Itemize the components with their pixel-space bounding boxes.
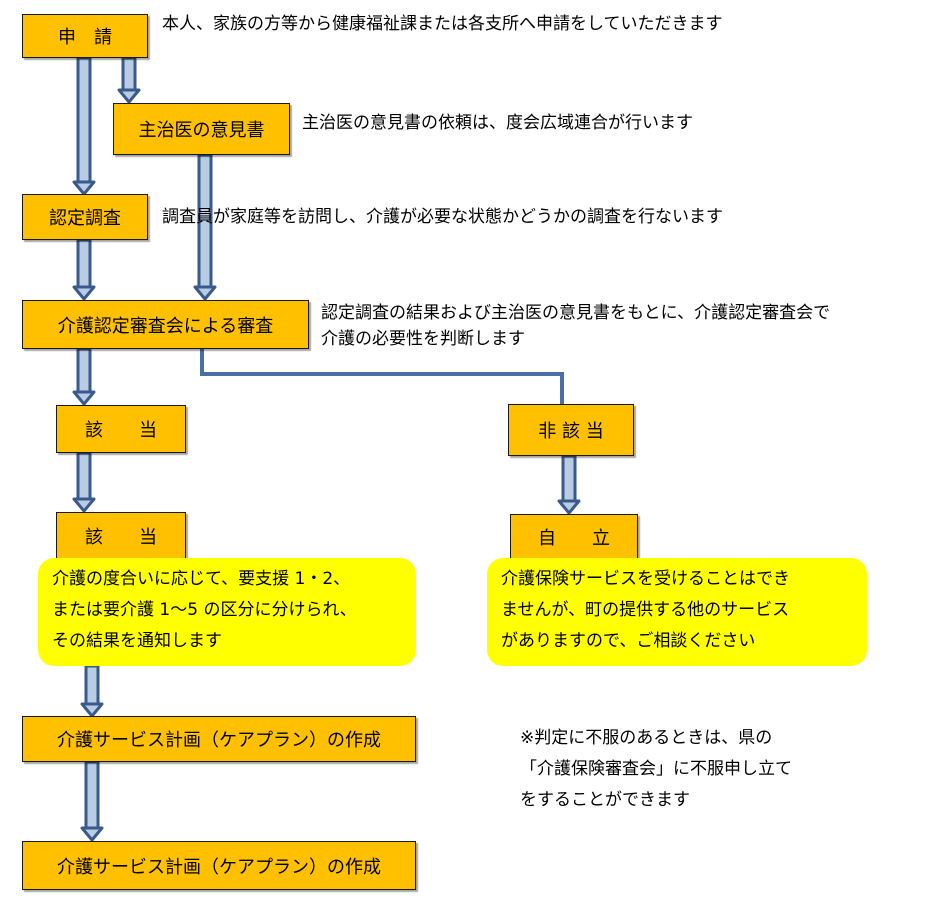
callout-independent-line: がありますので、ご相談ください	[501, 631, 756, 651]
box-apply: 申 請	[22, 14, 148, 58]
box-eligible-1: 該 当	[56, 405, 186, 453]
arrow-survey-to-review	[72, 238, 96, 301]
box-committee-review: 介護認定審査会による審査	[22, 300, 309, 349]
box-doctor-opinion: 主治医の意見書	[113, 103, 290, 155]
box-not-eligible: 非 該 当	[508, 404, 634, 456]
arrow-apply-to-survey	[72, 56, 96, 196]
box-eligible-2: 該 当	[56, 512, 186, 560]
callout-eligible-line: または要介護 1～5 の区分に分けられ、	[52, 600, 357, 620]
callout-independent: 介護保険サービスを受けることはでき ませんが、町の提供する他のサービス がありま…	[487, 558, 867, 666]
arrow-apply-to-doctor-opinion	[117, 56, 141, 104]
note-committee-review: 認定調査の結果および主治医の意見書をもとに、介護認定審査会で 介護の必要性を判断…	[321, 300, 830, 352]
callout-eligible-line: 介護の度合いに応じて、要支援 1・2、	[52, 569, 351, 589]
note-committee-review-line: 認定調査の結果および主治医の意見書をもとに、介護認定審査会で	[321, 303, 831, 323]
arrow-eligible-to-eligible	[72, 451, 96, 513]
box-care-plan-1: 介護サービス計画（ケアプラン）の作成	[22, 716, 416, 762]
note-apply: 本人、家族の方等から健康福祉課または各支所へ申請をしていただきます	[162, 14, 723, 34]
callout-eligible-line: その結果を通知します	[52, 631, 222, 651]
note-appeal-line: 「介護保険審査会」に不服申し立て	[520, 759, 792, 779]
callout-eligible: 介護の度合いに応じて、要支援 1・2、 または要介護 1～5 の区分に分けられ、…	[38, 558, 416, 666]
box-certification-survey: 認定調査	[22, 194, 148, 240]
arrow-doctor-opinion-to-review	[193, 153, 217, 301]
note-appeal-line: ※判定に不服のあるときは、県の	[520, 728, 773, 748]
arrow-eligible-to-care-plan	[80, 664, 104, 718]
arrow-not-eligible-to-independent	[557, 454, 581, 515]
arrow-care-plan-to-care-plan	[80, 760, 104, 842]
note-appeal: ※判定に不服のあるときは、県の 「介護保険審査会」に不服申し立て をすることがで…	[520, 723, 792, 816]
callout-independent-line: 介護保険サービスを受けることはでき	[501, 569, 790, 589]
note-appeal-line: をすることができます	[520, 790, 690, 810]
note-committee-review-line: 介護の必要性を判断します	[321, 329, 525, 349]
note-certification-survey: 調査員が家庭等を訪問し、介護が必要な状態かどうかの調査を行ないます	[162, 207, 723, 227]
box-care-plan-2: 介護サービス計画（ケアプラン）の作成	[22, 841, 416, 890]
line-review-to-not-eligible	[200, 349, 564, 404]
callout-independent-line: ませんが、町の提供する他のサービス	[501, 600, 790, 620]
note-doctor-opinion: 主治医の意見書の依頼は、度会広域連合が行います	[302, 113, 693, 133]
arrow-review-to-eligible	[72, 347, 96, 406]
box-independent: 自 立	[510, 514, 638, 560]
